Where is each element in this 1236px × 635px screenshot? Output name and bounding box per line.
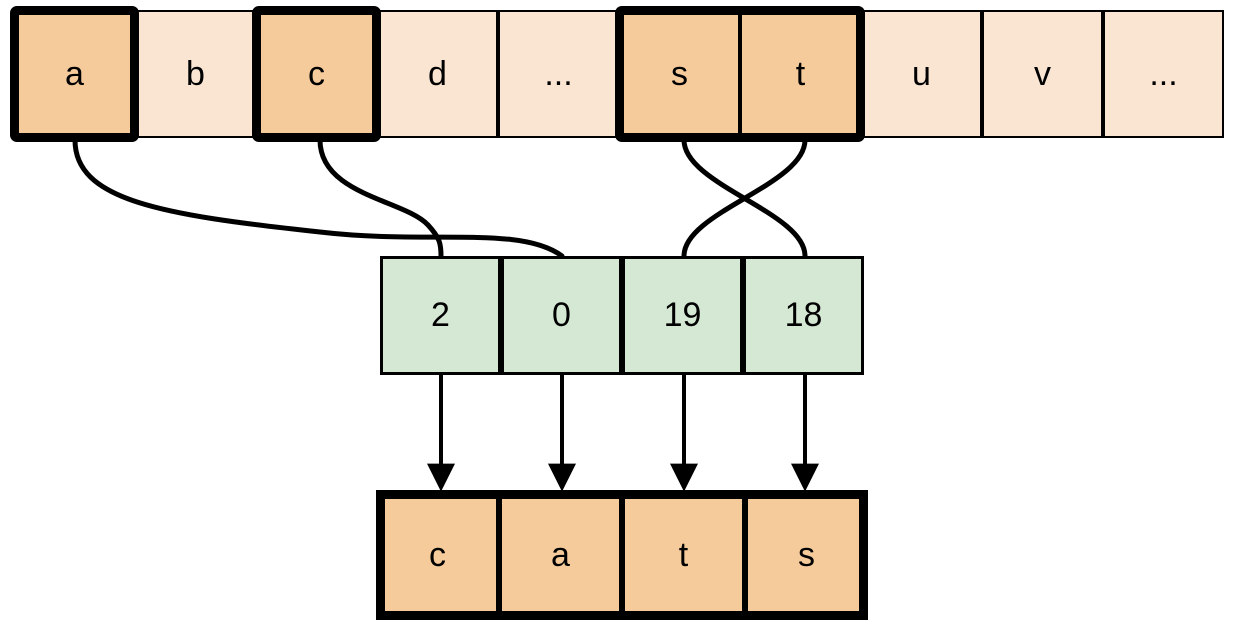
alphabet-cell-label: b — [186, 54, 205, 93]
alphabet-cell[interactable]: ... — [1103, 10, 1224, 138]
alphabet-cell[interactable]: s — [619, 10, 740, 138]
alphabet-cell[interactable]: ... — [498, 10, 619, 138]
output-cell-label: c — [429, 535, 446, 574]
alphabet-cell[interactable]: b — [135, 10, 256, 138]
connector-s-to-18 — [681, 137, 808, 259]
alphabet-cell-label: d — [428, 54, 447, 93]
index-cell[interactable]: 19 — [622, 256, 743, 375]
alphabet-cell[interactable]: d — [377, 10, 498, 138]
alphabet-cell-label: a — [65, 54, 84, 93]
output-cell-label: s — [798, 535, 815, 574]
alphabet-cell-label: v — [1034, 54, 1051, 93]
output-cell[interactable]: a — [499, 490, 622, 620]
connector-c-to-2 — [317, 137, 444, 259]
alphabet-cell-label: ... — [1149, 54, 1178, 93]
index-cell-label: 2 — [431, 296, 450, 334]
output-cell[interactable]: c — [376, 490, 499, 620]
index-cell-label: 0 — [552, 296, 571, 334]
alphabet-cell-label: ... — [544, 54, 573, 93]
alphabet-row: a b c d... s t u v... — [14, 10, 1224, 138]
connector-a-to-0 — [72, 137, 565, 259]
alphabet-cell[interactable]: v — [982, 10, 1103, 138]
output-cell[interactable]: t — [622, 490, 745, 620]
alphabet-cell[interactable]: a — [14, 10, 135, 138]
alphabet-cell-label: c — [308, 54, 325, 93]
connector-t-to-19 — [681, 137, 808, 259]
index-cell[interactable]: 18 — [743, 256, 864, 375]
output-cell-label: a — [551, 535, 570, 574]
index-cell-label: 18 — [784, 296, 823, 334]
alphabet-cell-label: s — [671, 54, 688, 93]
alphabet-cell-label: u — [912, 54, 931, 93]
index-cell[interactable]: 0 — [501, 256, 622, 375]
index-cell[interactable]: 2 — [380, 256, 501, 375]
index-cell-label: 19 — [663, 296, 702, 334]
alphabet-cell[interactable]: u — [861, 10, 982, 138]
alphabet-cell[interactable]: t — [740, 10, 861, 138]
alphabet-cell-label: t — [795, 54, 806, 93]
alphabet-cell[interactable]: c — [256, 10, 377, 138]
output-cell-label: t — [678, 535, 689, 574]
output-cell[interactable]: s — [745, 490, 868, 620]
